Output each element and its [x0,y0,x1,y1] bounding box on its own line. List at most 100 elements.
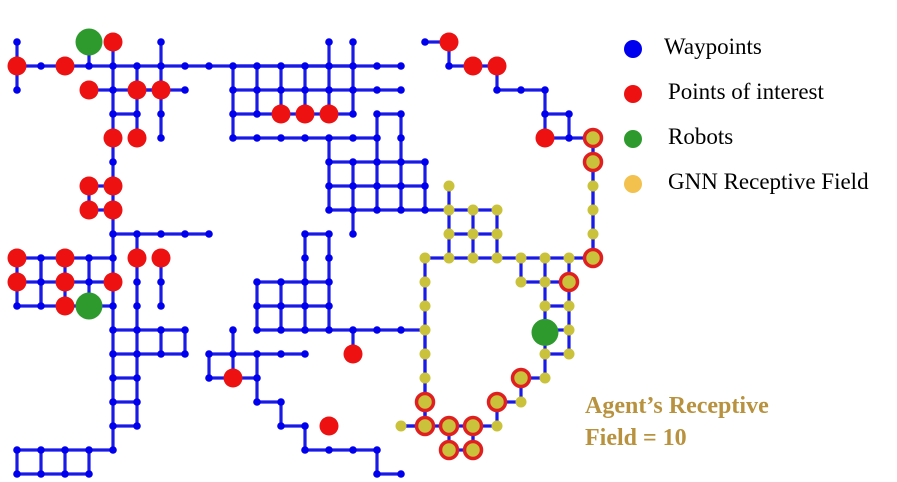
waypoint-node [277,86,285,94]
waypoint-node [325,86,333,94]
waypoint-node [373,206,381,214]
waypoint-node [205,374,213,382]
receptive-field-node [419,252,431,264]
point-of-interest [487,56,507,76]
waypoint-node [421,38,429,46]
waypoint-node [373,182,381,190]
waypoint-node [13,302,21,310]
waypoint-node [325,278,333,286]
receptive-field-node [419,348,431,360]
receptive-field-node [539,300,551,312]
waypoint-node [349,326,357,334]
waypoint-node [445,62,453,70]
waypoint-node [253,110,261,118]
waypoint-node [133,110,141,118]
waypoint-node [373,470,381,478]
receptive-field-node [515,396,527,408]
receptive-field-node [587,204,599,216]
waypoint-node [325,254,333,262]
receptive-field-annotation: Agent’s Receptive Field = 10 [585,390,769,454]
receptive-point-of-interest [582,151,604,173]
waypoint-node [253,62,261,70]
waypoint-node [85,278,93,286]
waypoint-node [373,158,381,166]
waypoint-node [301,254,309,262]
receptive-point-of-interest [438,415,460,437]
point-of-interest [271,104,291,124]
waypoint-node [13,38,21,46]
receptive-field-node [491,252,503,264]
waypoint-node [253,398,261,406]
receptive-field-node [587,180,599,192]
waypoint-node [349,62,357,70]
receptive-field-node [443,252,455,264]
waypoint-node [229,62,237,70]
waypoint-node [13,86,21,94]
waypoint-node [181,62,189,70]
waypoint-node [181,86,189,94]
waypoint-node [517,86,525,94]
waypoint-node [157,230,165,238]
receptive-field-node [539,372,551,384]
point-of-interest [55,296,75,316]
waypoint-node [301,230,309,238]
waypoint-node [349,38,357,46]
legend-swatch-poi [624,85,642,103]
waypoint-node [109,86,117,94]
receptive-field-node [467,204,479,216]
annotation-line-2: Field = 10 [585,425,687,451]
waypoint-node [37,254,45,262]
waypoint-node [133,374,141,382]
waypoint-node [133,326,141,334]
waypoint-node [325,446,333,454]
waypoint-node [301,302,309,310]
legend-swatch-receptive [624,175,642,193]
waypoint-node [229,326,237,334]
waypoint-node [349,446,357,454]
waypoint-node [133,398,141,406]
receptive-field-node [515,276,527,288]
waypoint-graph [7,28,604,478]
waypoint-node [397,326,405,334]
point-of-interest [103,128,123,148]
waypoint-node [349,158,357,166]
waypoint-node [205,230,213,238]
waypoint-node [133,230,141,238]
waypoint-node [253,86,261,94]
waypoint-node [181,326,189,334]
receptive-field-node [563,252,575,264]
waypoint-node [229,134,237,142]
receptive-field-node [419,372,431,384]
waypoint-node [157,302,165,310]
annotation-line-1: Agent’s Receptive [585,393,769,419]
point-of-interest [79,80,99,100]
waypoint-node [541,110,549,118]
waypoint-node [253,278,261,286]
waypoint-node [109,62,117,70]
waypoint-node [349,134,357,142]
waypoint-node [205,350,213,358]
waypoint-node [181,230,189,238]
receptive-field-node [539,252,551,264]
legend-label-waypoints: Waypoints [664,34,762,59]
waypoint-node [301,278,309,286]
waypoint-node [325,38,333,46]
receptive-field-node [491,420,503,432]
point-of-interest [127,128,147,148]
waypoint-node [277,302,285,310]
point-of-interest [223,368,243,388]
waypoint-node [277,326,285,334]
waypoint-node [157,134,165,142]
point-of-interest [55,56,75,76]
legend-label-poi: Points of interest [668,79,824,104]
receptive-field-node [395,420,407,432]
waypoint-node [253,326,261,334]
waypoint-node [301,446,309,454]
waypoint-node [85,470,93,478]
receptive-field-node [563,300,575,312]
robot [75,28,103,56]
waypoint-node [109,254,117,262]
receptive-field-node [467,228,479,240]
point-of-interest [7,56,27,76]
waypoint-node [109,374,117,382]
